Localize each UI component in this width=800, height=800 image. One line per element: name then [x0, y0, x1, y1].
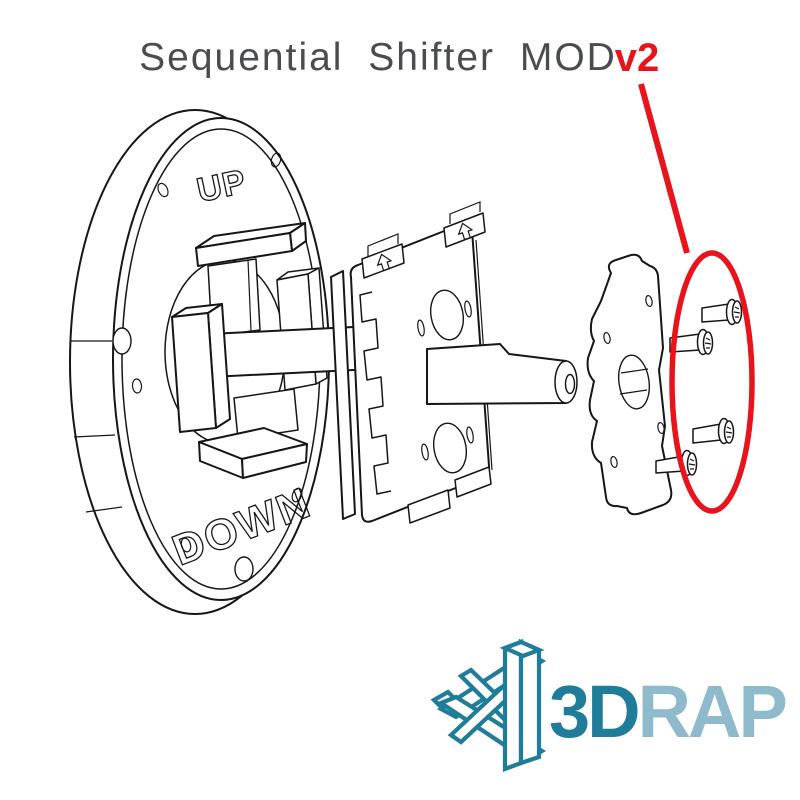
screw-shank	[701, 303, 730, 323]
disc-bottom-notch	[234, 556, 254, 582]
screw-hole	[157, 182, 169, 198]
screw-shank	[692, 423, 722, 444]
annotation-group	[638, 83, 755, 514]
logo-text: 3DRAP	[549, 670, 785, 753]
screw-hole	[291, 487, 303, 503]
up-arrow-icon	[457, 222, 474, 241]
screw-drive-icon	[725, 426, 733, 438]
drive-shaft	[426, 343, 578, 405]
bracket-tab	[361, 243, 405, 279]
cam-blocks	[164, 222, 375, 479]
logo-beam	[502, 638, 524, 773]
detail-line	[619, 389, 648, 395]
screw-hole	[131, 378, 143, 394]
adapter-plate	[586, 253, 673, 516]
screw-hole	[270, 152, 282, 168]
bracket-tab	[454, 466, 492, 498]
bracket-slot	[464, 300, 472, 318]
bracket-castellation	[359, 291, 392, 495]
bracket-hole	[429, 289, 465, 341]
detail-line	[620, 368, 649, 374]
bracket-slot	[466, 426, 474, 444]
adapter-hole	[645, 294, 653, 308]
screw-3	[692, 417, 735, 445]
cam-cross-bar	[209, 325, 375, 378]
bracket-clip	[367, 233, 399, 256]
shaft-body	[426, 343, 567, 405]
shaft-bore	[564, 373, 576, 395]
title-group: Sequential Shifter MOD v2	[139, 36, 659, 80]
logo-beam	[518, 638, 542, 766]
adapter-center-hole	[617, 354, 651, 410]
screw-drive-icon	[688, 458, 696, 470]
screw-1	[701, 298, 743, 326]
disc-rim-line	[73, 434, 116, 438]
bracket-side-plate	[330, 270, 356, 520]
version-badge: v2	[615, 36, 660, 80]
shifter-disc: UP DOWN	[69, 109, 375, 615]
detail-line	[247, 259, 252, 332]
logo-text-rap: RAP	[638, 670, 786, 753]
mounting-bracket	[330, 201, 493, 524]
disc-edge-tab	[112, 327, 132, 355]
page-title: Sequential Shifter MOD	[139, 36, 617, 79]
cam-support-bottom	[233, 388, 299, 440]
up-arrow-icon	[376, 253, 393, 272]
adapter-hole	[657, 421, 665, 435]
logo-text-3d: 3D	[549, 670, 638, 753]
bracket-slot	[421, 443, 429, 461]
screw-hole	[180, 537, 192, 553]
annotation-line	[638, 83, 690, 254]
logo-mark	[430, 638, 547, 773]
screw-drive-icon	[704, 337, 712, 349]
screw-drive-icon	[733, 306, 741, 318]
disc-rim-line	[85, 506, 123, 513]
bracket-hole	[432, 422, 468, 474]
screw-set	[655, 298, 743, 477]
bracket-tab	[407, 489, 451, 524]
down-paddle-front-face	[241, 443, 308, 479]
bracket-slot	[417, 319, 425, 337]
adapter-hole	[610, 455, 618, 469]
bracket-tab	[443, 212, 486, 248]
bracket-clip	[449, 201, 481, 224]
left-block-front-face	[171, 312, 217, 433]
logo: 3DRAP	[430, 638, 788, 773]
highlight-ellipse	[669, 250, 755, 514]
screw-2	[669, 328, 714, 356]
up-paddle-front-face	[195, 232, 293, 267]
adapter-hole	[603, 331, 611, 345]
screw-4	[655, 449, 698, 477]
logo-beam	[499, 639, 545, 659]
